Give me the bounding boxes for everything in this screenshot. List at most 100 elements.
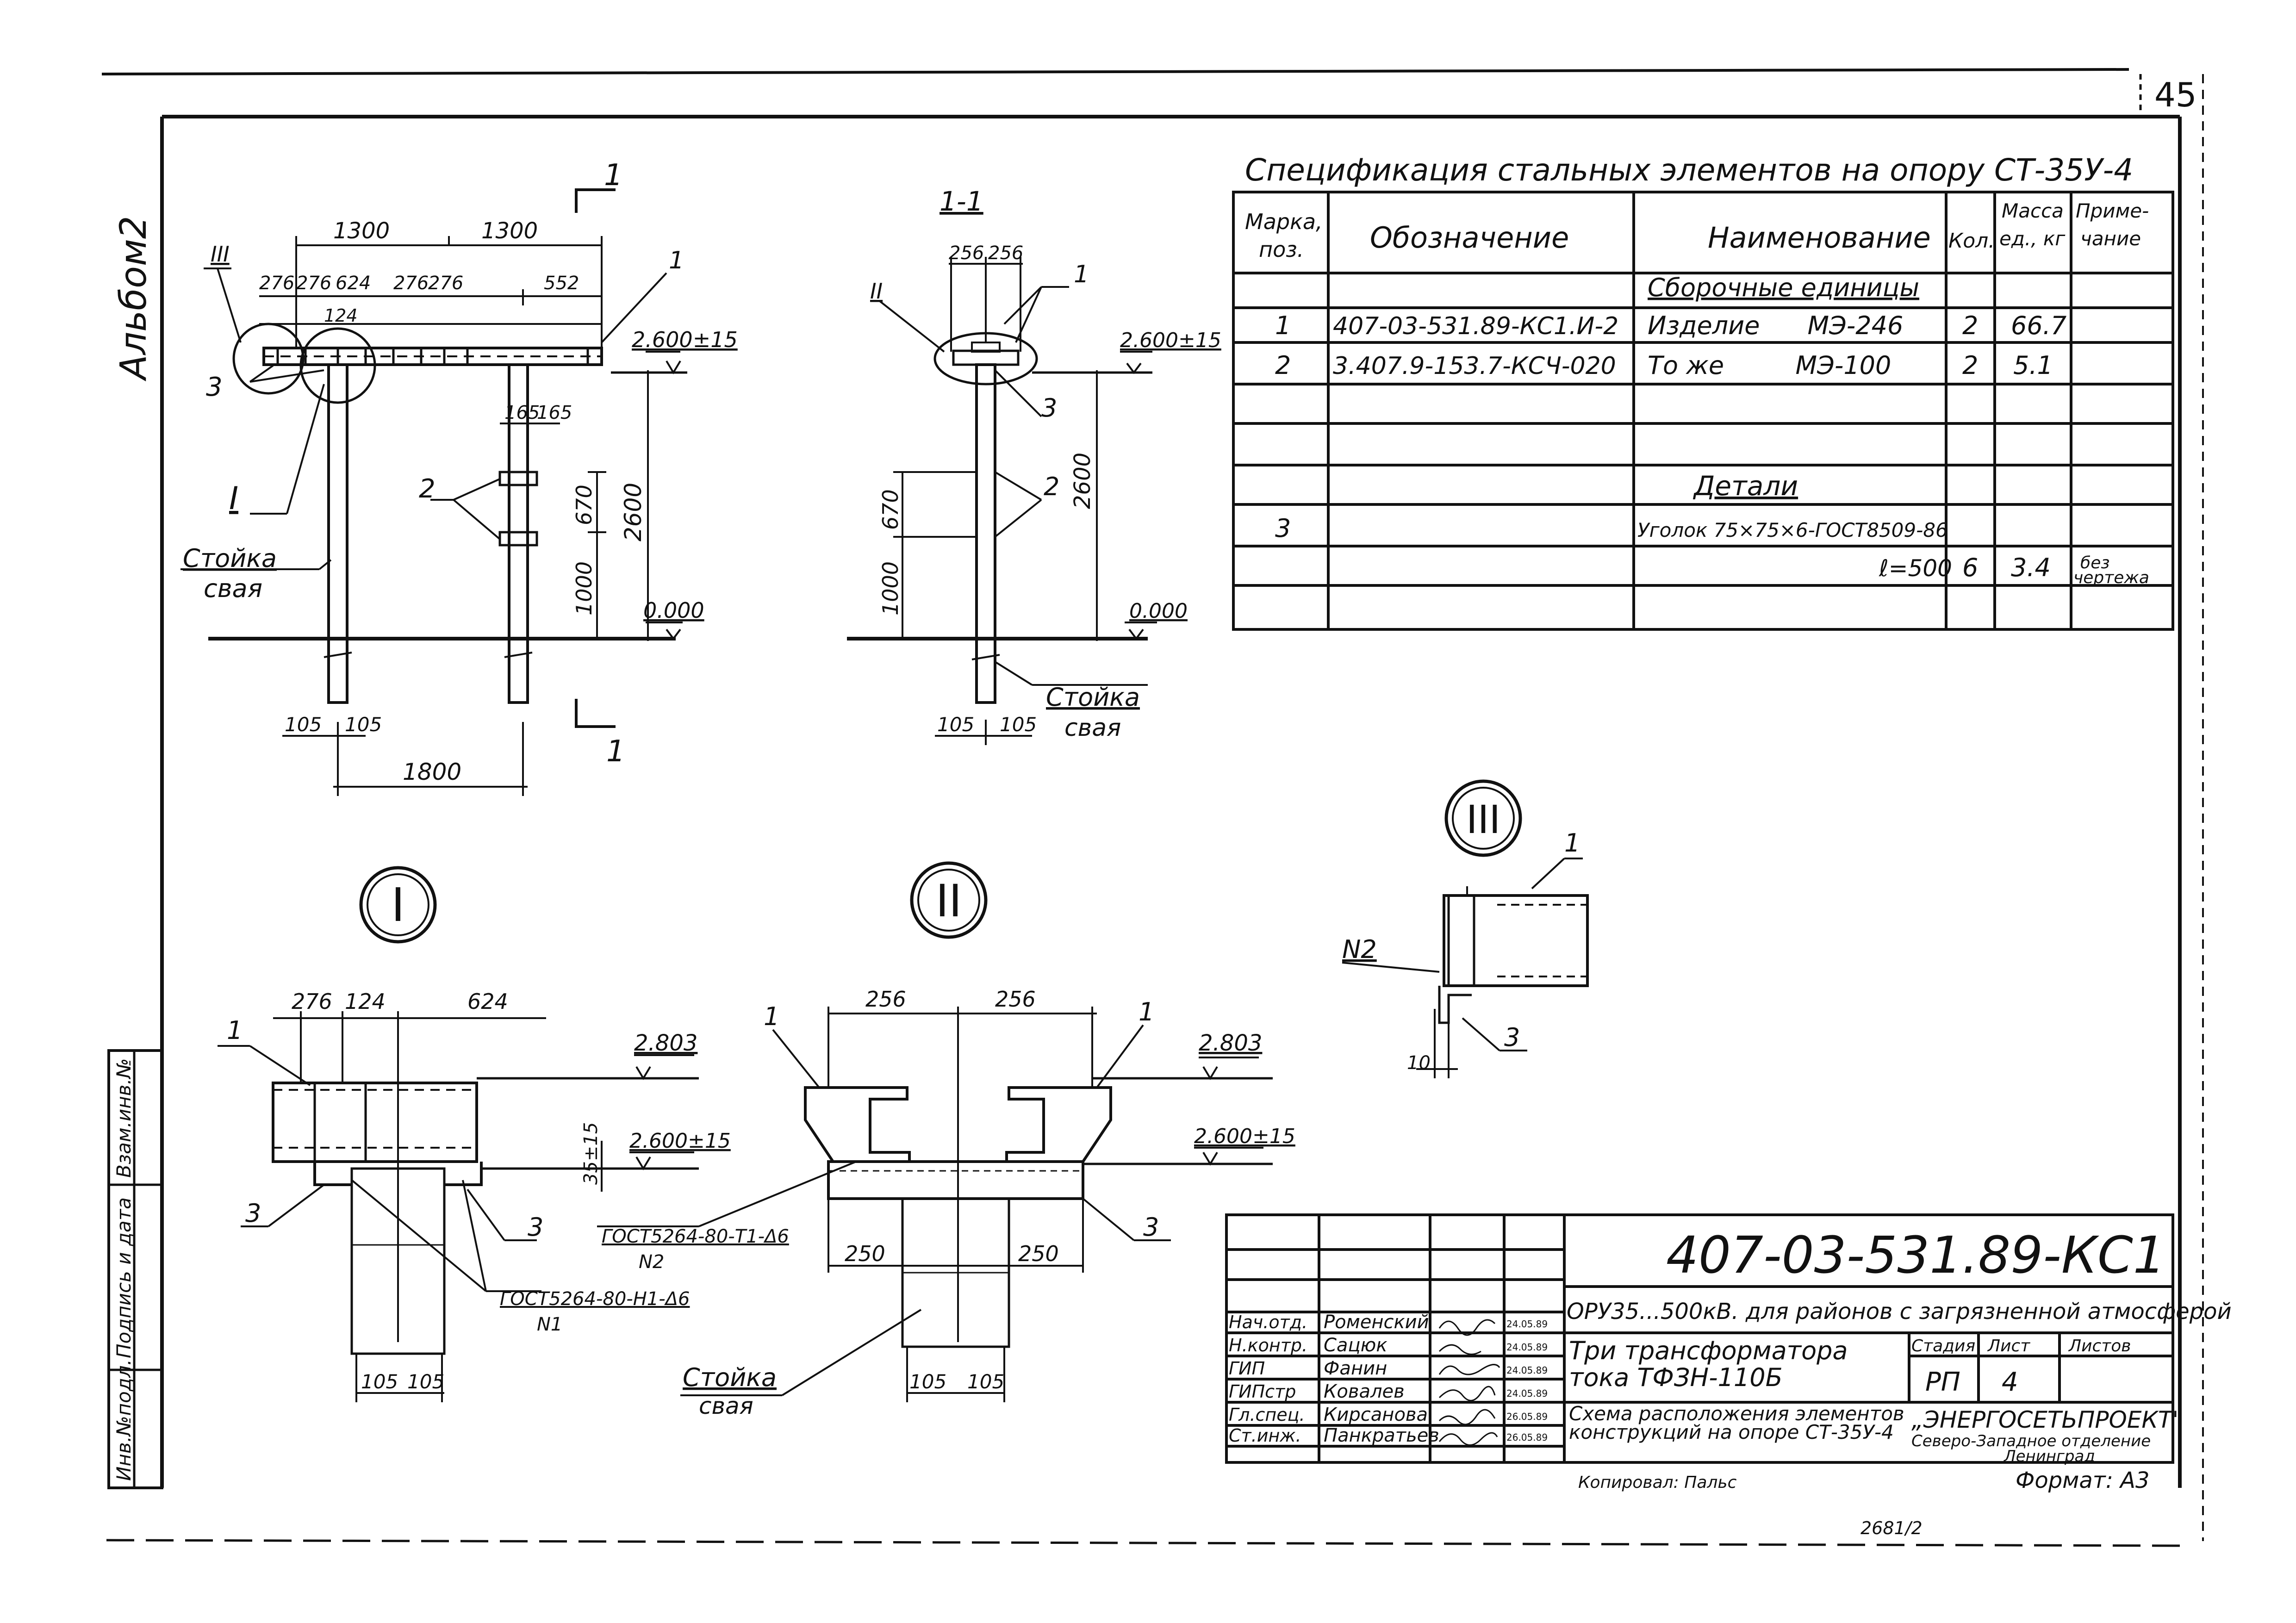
section-elev-zero: 0.000 xyxy=(1129,599,1188,623)
svg-text:Масса: Масса xyxy=(2002,199,2064,222)
specification-table: Спецификация стальных элементов на опору… xyxy=(1232,152,2174,631)
section-mark-bottom: 1 xyxy=(606,734,625,769)
node-III-callout-3: 3 xyxy=(1504,1023,1520,1052)
spec-title: Спецификация стальных элементов на опору… xyxy=(1245,152,2133,188)
node-II-pile-label-1: Стойка xyxy=(683,1363,777,1392)
tb-role-4: Гл.спец. xyxy=(1229,1405,1305,1425)
svg-text:без: без xyxy=(2080,553,2110,572)
node-I-elev-top: 2.803 xyxy=(634,1030,697,1056)
section-roman-II: II xyxy=(870,279,883,304)
spec-row2-qty: 2 xyxy=(1962,351,1978,380)
node-II-weld-spec: ГОСТ5264-80-Т1-Δ6 xyxy=(602,1226,789,1247)
section-dim-2600: 2600 xyxy=(1070,453,1095,509)
dim-124: 124 xyxy=(324,305,358,326)
node-II-dim-105-left: 105 xyxy=(909,1370,946,1393)
spec-row-assemblies: Сборочные единицы xyxy=(1648,273,1919,302)
tb-role-0: Нач.отд. xyxy=(1229,1312,1307,1332)
page-number: 45 xyxy=(2154,75,2197,114)
side-stamp-inventory: Инв.№подл. xyxy=(112,1359,135,1481)
spec-row2-mass: 5.1 xyxy=(2013,351,2053,380)
node-II-callout-1b: 1 xyxy=(1139,997,1154,1026)
node-II-dim-250-left: 250 xyxy=(845,1241,885,1266)
main-view: 1300 1300 276 276 624 276 276 552 124 16… xyxy=(180,158,738,796)
node-II-callout-1a: 1 xyxy=(764,1002,779,1031)
dim-165-left: 165 xyxy=(504,402,540,423)
dim-552: 552 xyxy=(544,273,579,294)
node-II-callout-3: 3 xyxy=(1143,1213,1159,1242)
main-callout-2: 2 xyxy=(419,474,436,504)
tb-org-branch: Северо-Западное отделение xyxy=(1911,1432,2151,1450)
node-I-weld-spec: ГОСТ5264-80-Н1-Δ6 xyxy=(500,1288,690,1310)
tb-name-3: Ковалев xyxy=(1324,1381,1405,1402)
node-I-dim-624: 624 xyxy=(467,989,508,1014)
tb-org-name: „ЭНЕРГОСЕТЬПРОЕКТ" xyxy=(1911,1406,2183,1433)
tb-name-1: Сацюк xyxy=(1324,1335,1388,1356)
node-I-dim-105-left: 105 xyxy=(361,1370,398,1393)
node-I-roman: I xyxy=(391,878,405,932)
dim-276-c: 276 xyxy=(393,273,429,294)
section-title: 1-1 xyxy=(940,186,983,217)
node-I-elev-mid: 2.600±15 xyxy=(629,1129,731,1153)
tb-date-2: 24.05.89 xyxy=(1506,1365,1548,1376)
dim-1300-right: 1300 xyxy=(481,218,538,244)
spec-row1-code: 407-03-531.89-КС1.И-2 xyxy=(1333,312,1618,340)
node-II-roman: II xyxy=(936,875,962,927)
svg-text:чертежа: чертежа xyxy=(2073,568,2149,587)
node-II-pile-label-2: свая xyxy=(699,1393,753,1419)
svg-text:поз.: поз. xyxy=(1259,237,1304,262)
spec-row2-code: 3.407.9-153.7-КСЧ-020 xyxy=(1333,352,1616,380)
node-I-callout-1: 1 xyxy=(227,1016,243,1045)
section-dim-1000: 1000 xyxy=(878,561,903,616)
spec-header-qty: Кол. xyxy=(1948,229,1995,253)
tb-date-4: 26.05.89 xyxy=(1506,1411,1548,1422)
tb-name-4: Кирсанова xyxy=(1324,1404,1428,1425)
bottom-number: 2681/2 xyxy=(1860,1518,1923,1538)
node-III-roman: III xyxy=(1466,797,1500,842)
tb-name-2: Фанин xyxy=(1324,1358,1387,1379)
section-pile-label-2: свая xyxy=(1064,714,1121,742)
title-block: 407-03-531.89-КС1 ОРУ35...500кВ. для рай… xyxy=(1225,1213,2232,1466)
spec-row1-qty: 2 xyxy=(1962,311,1978,340)
signatures xyxy=(1438,1319,1500,1446)
spec-row2-name: То же МЭ-100 xyxy=(1648,351,1891,380)
node-III: III N2 1 3 10 xyxy=(1342,779,1589,1078)
section-dim-256-left: 256 xyxy=(949,243,984,264)
tb-role-3: ГИПстр xyxy=(1229,1381,1296,1402)
spec-row1-pos: 1 xyxy=(1275,311,1291,340)
tb-sheet-no: 4 xyxy=(2002,1367,2018,1397)
node-II-elev-mid: 2.600±15 xyxy=(1194,1125,1295,1148)
title-block-project: ОРУ35...500кВ. для районов с загрязненно… xyxy=(1567,1299,2232,1325)
title-block-code: 407-03-531.89-КС1 xyxy=(1666,1225,2165,1285)
main-pile-label-2: свая xyxy=(204,574,262,603)
node-I-weld-mark: N1 xyxy=(537,1314,562,1335)
section-view: 1-1 256 256 1 II 3 2 xyxy=(847,186,1221,745)
section-dim-256-right: 256 xyxy=(988,243,1023,264)
main-dim-2600: 2600 xyxy=(620,483,647,541)
section-dim-105-left: 105 xyxy=(937,713,974,736)
main-roman-III: III xyxy=(211,242,230,267)
node-I-callout-3a: 3 xyxy=(245,1199,261,1228)
tb-date-0: 24.05.89 xyxy=(1506,1318,1548,1330)
svg-text:Марка,: Марка, xyxy=(1245,209,1323,234)
section-elev-top: 2.600±15 xyxy=(1120,329,1221,352)
tb-title-1: Три трансформатора тока ТФЗН-110Б xyxy=(1569,1337,1848,1392)
node-II: II 256 256 2.803 2.600±15 xyxy=(597,861,1295,1419)
main-dim-1000: 1000 xyxy=(572,561,597,616)
main-elev-zero: 0.000 xyxy=(643,598,704,623)
tb-name-5: Панкратьев xyxy=(1324,1425,1439,1446)
tb-role-2: ГИП xyxy=(1229,1358,1265,1379)
spec-row-details: Детали xyxy=(1692,470,1798,502)
sheet-frame: 45 Альбом2 xyxy=(101,68,2204,1547)
main-dim-1800: 1800 xyxy=(403,759,461,785)
main-dim-105-left: 105 xyxy=(285,713,322,736)
tb-stage-header: Стадия xyxy=(1911,1337,1975,1356)
main-dim-670: 670 xyxy=(572,485,597,525)
tb-date-3: 24.05.89 xyxy=(1506,1388,1548,1399)
tb-role-5: Ст.инж. xyxy=(1229,1425,1301,1446)
tb-title-2: Схема расположения элементов конструкций… xyxy=(1569,1405,1904,1443)
section-callout-2: 2 xyxy=(1044,472,1059,501)
spec-row1-name: Изделие МЭ-246 xyxy=(1648,311,1903,340)
section-dim-670: 670 xyxy=(878,489,903,530)
main-callout-3: 3 xyxy=(206,372,223,402)
